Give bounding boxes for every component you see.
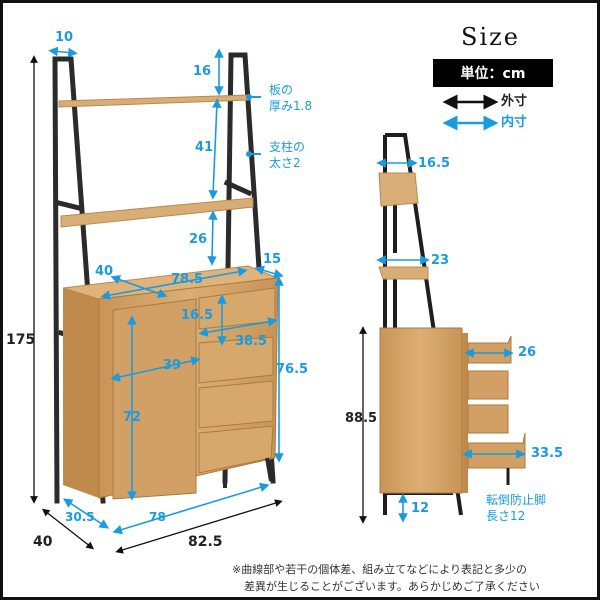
label-cabinet-top-width: 78.5 xyxy=(171,272,204,287)
footer-note: ※曲線部や若干の個体差、組み立てなどにより表記と多少の 差異が生じることがござい… xyxy=(232,561,540,595)
unit-badge: 単位：cm xyxy=(433,59,553,87)
annotation-pole-thickness: 支柱の 太さ2 xyxy=(269,139,305,171)
label-side-top-shelf-depth: 16.5 xyxy=(418,156,451,171)
dim-depth xyxy=(41,508,95,550)
annotation-shelf-thickness-line2: 厚み1.8 xyxy=(269,99,313,113)
legend-inner-label: 内寸 xyxy=(501,115,528,130)
label-lower-gap: 26 xyxy=(189,232,208,247)
label-base-depth: 30.5 xyxy=(65,510,95,524)
leg-note-line1: 転倒防止脚 xyxy=(486,493,547,507)
footer-note-line2: 差異が生じることがございます。あらかじめご了承ください xyxy=(244,580,540,593)
label-bottom-drawer-depth: 33.5 xyxy=(531,446,564,461)
label-middle-gap: 41 xyxy=(195,140,214,155)
side-cabinet xyxy=(379,327,468,494)
label-side-cabinet-height: 88.5 xyxy=(345,411,378,426)
furniture-drawing xyxy=(30,46,526,554)
label-cabinet-height: 76.5 xyxy=(276,362,309,377)
label-side-lower-shelf-depth: 23 xyxy=(431,253,450,268)
label-total-height: 175 xyxy=(6,332,36,348)
annotation-pole-thickness-line1: 支柱の xyxy=(269,140,306,154)
label-cabinet-top-depth: 40 xyxy=(95,264,114,279)
side-lower-shelf xyxy=(378,266,429,280)
label-width: 82.5 xyxy=(188,534,223,550)
size-title: Size xyxy=(461,23,520,51)
footer-note-line1: ※曲線部や若干の個体差、組み立てなどにより表記と多少の xyxy=(232,563,527,576)
legend-outer-label: 外寸 xyxy=(501,94,528,109)
label-leg-height: 12 xyxy=(411,501,430,516)
front-middle-shelf xyxy=(60,197,254,228)
annotation-shelf-thickness-line1: 板の xyxy=(269,83,294,97)
side-top-shelf xyxy=(378,172,419,207)
side-drawers-open xyxy=(467,335,526,485)
annotation-pole-thickness-line2: 太さ2 xyxy=(269,156,301,170)
label-drawer-height: 16.5 xyxy=(181,308,214,323)
label-depth: 40 xyxy=(33,534,53,550)
label-door-height: 72 xyxy=(123,410,142,425)
label-drawer-width: 38.5 xyxy=(235,334,268,349)
leg-note: 転倒防止脚 長さ12 xyxy=(486,492,546,524)
front-cabinet xyxy=(62,265,279,500)
label-door-width: 39 xyxy=(163,358,182,373)
label-base-width: 78 xyxy=(149,510,166,524)
leg-note-line2: 長さ12 xyxy=(486,509,526,523)
annotation-shelf-thickness: 板の 厚み1.8 xyxy=(269,82,312,114)
front-top-shelf xyxy=(58,94,250,108)
label-top-drawer-depth: 26 xyxy=(518,345,537,360)
label-top-gap: 16 xyxy=(193,64,212,79)
label-top-frame-width: 10 xyxy=(55,30,74,45)
label-side-offset: 15 xyxy=(263,252,282,267)
